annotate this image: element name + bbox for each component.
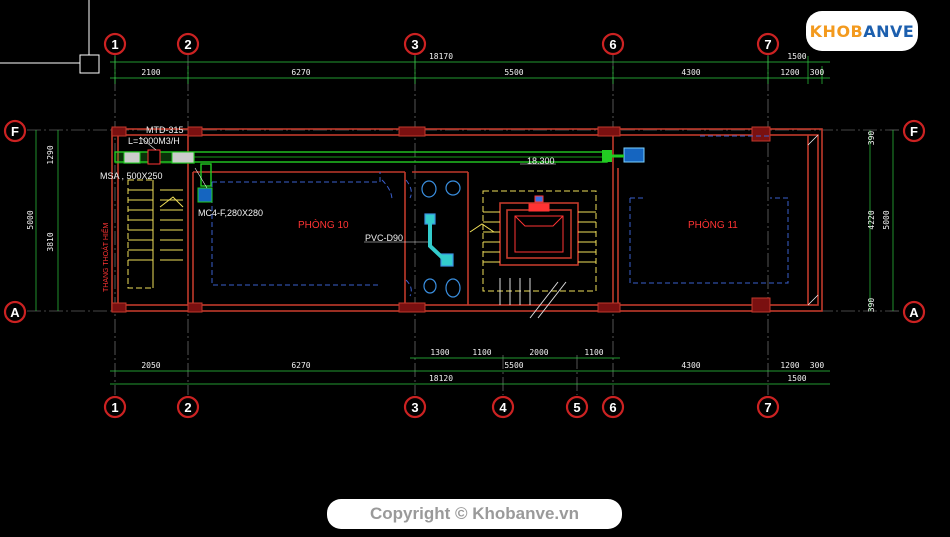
dim-seg-bottom-upper: 1100 <box>472 348 491 357</box>
dim-seg-bottom: 6270 <box>291 361 310 370</box>
logo-text-khob: KHOB <box>809 21 864 41</box>
dim-extra-bottom: 1500 <box>787 374 806 383</box>
grid-label-top: 3 <box>411 37 418 52</box>
annotation-mtd: MTD-315 <box>146 125 184 135</box>
ventilation-duct <box>114 147 645 203</box>
grid-label-bottom: 6 <box>609 400 616 415</box>
wall-break-marks <box>807 134 819 306</box>
grid-label-bottom: 1 <box>111 400 118 415</box>
annotation-stair: THANG THOÁT HIỂM <box>101 222 110 292</box>
dim-seg-bottom-upper: 2000 <box>529 348 548 357</box>
annotation-level: 18.300 <box>527 156 555 166</box>
grid-label-bottom: 4 <box>499 400 507 415</box>
annotation-pvc: PVC-D90 <box>365 233 403 243</box>
grid-label-side: A <box>10 305 20 320</box>
dim-seg-top: 6270 <box>291 68 310 77</box>
grid-label-bottom: 5 <box>573 400 580 415</box>
dim-total-bottom: 18120 <box>429 374 453 383</box>
columns <box>111 126 771 313</box>
logo-text-anve: ANVE <box>863 21 915 41</box>
dim-seg-bottom-upper: 1300 <box>430 348 449 357</box>
dim-seg-bottom: 5500 <box>504 361 523 370</box>
dim-seg-top: 4300 <box>681 68 700 77</box>
annotation-flow: L=1000M3/H <box>128 136 180 146</box>
leader-lines <box>139 136 556 243</box>
grid-label-side: F <box>11 124 19 139</box>
dim-extra-top: 1500 <box>787 52 806 61</box>
grid-bubbles-top <box>103 32 780 56</box>
escape-stair <box>127 179 597 319</box>
grid-label-top: 2 <box>184 37 191 52</box>
dimension-texts-bottom: 1300 1100 2000 1100 2050 6270 5500 4300 … <box>141 348 824 383</box>
dim-seg-top: 1200 <box>780 68 799 77</box>
walls <box>111 128 823 312</box>
dim-seg-top: 5500 <box>504 68 523 77</box>
toilet-fixtures <box>421 180 461 298</box>
drain-pipe <box>428 222 449 264</box>
dim-left: 1290 <box>46 145 55 164</box>
dim-right: 390 <box>867 298 876 313</box>
dim-seg-bottom: 300 <box>810 361 825 370</box>
dim-seg-top: 2100 <box>141 68 160 77</box>
grid-bubbles-bottom <box>103 395 780 419</box>
grid-label-bottom: 7 <box>764 400 771 415</box>
grid-label-side: F <box>910 124 918 139</box>
grid-label-bottom: 3 <box>411 400 418 415</box>
dashed-outlines <box>211 135 789 297</box>
grid-label-side: A <box>909 305 919 320</box>
crosshair-cursor <box>0 0 100 74</box>
grid-labels: 1 2 3 6 7 1 2 3 4 5 6 7 F A F A <box>10 37 919 415</box>
grid-bubbles-side <box>3 119 926 324</box>
dimension-lines <box>35 56 894 385</box>
grid-label-top: 6 <box>609 37 616 52</box>
dimension-texts-left: 1290 5000 3810 <box>26 145 55 251</box>
grid-label-top: 1 <box>111 37 118 52</box>
grid-label-bottom: 2 <box>184 400 191 415</box>
room-label-10: PHÒNG 10 <box>298 218 349 231</box>
dim-seg-bottom-upper: 1100 <box>584 348 603 357</box>
grid-label-top: 7 <box>764 37 771 52</box>
annotation-msa: MSA , 500X250 <box>100 171 163 181</box>
copyright-watermark: Copyright © Khobanve.vn <box>327 499 622 529</box>
dimension-texts-top: 18170 1500 2100 6270 5500 4300 1200 300 <box>141 52 824 77</box>
dim-left: 3810 <box>46 232 55 251</box>
dim-seg-bottom: 2050 <box>141 361 160 370</box>
dim-seg-top: 300 <box>810 68 825 77</box>
dim-right: 390 <box>867 131 876 146</box>
elevator-core <box>514 195 564 253</box>
room-label-11: PHÒNG 11 <box>688 218 738 231</box>
dim-seg-bottom: 4300 <box>681 361 700 370</box>
dim-right: 5000 <box>882 210 891 229</box>
dim-seg-bottom: 1200 <box>780 361 799 370</box>
dim-left: 5000 <box>26 210 35 229</box>
dim-right: 4220 <box>867 210 876 229</box>
grid-lines <box>27 55 900 395</box>
dimension-texts-right: 390 5000 4220 390 <box>867 131 891 313</box>
annotation-mc4: MC4-F,280X280 <box>198 208 263 218</box>
dim-total-top: 18170 <box>429 52 453 61</box>
